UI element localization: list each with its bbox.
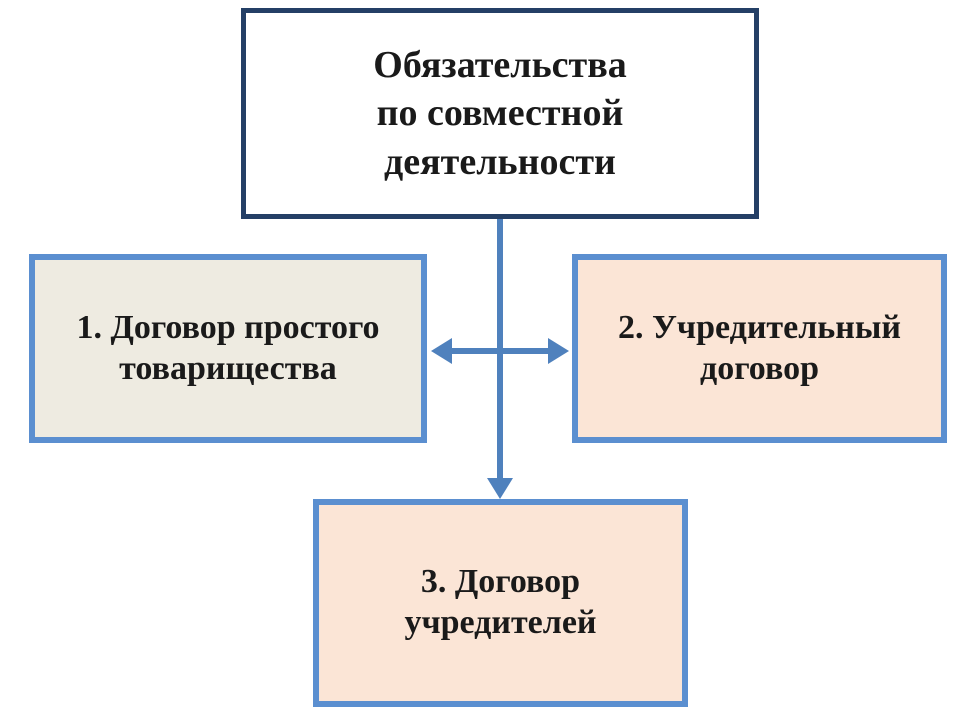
root-label-line-3: деятельности xyxy=(384,140,616,183)
node-3-label-line-2: учредителей xyxy=(404,604,597,641)
root-node-label: Обязательства по совместной деятельности xyxy=(373,41,626,186)
arrowhead-right-icon xyxy=(548,338,569,364)
node-founding-agreement: 2. Учредительный договор xyxy=(572,254,947,443)
node-3-label-line-1: 3. Договор xyxy=(420,563,581,601)
root-node: Обязательства по совместной деятельности xyxy=(241,8,759,219)
node-simple-partnership-agreement: 1. Договор простого товарищества xyxy=(29,254,427,443)
arrowhead-left-icon xyxy=(431,338,452,364)
node-1-label-line-2: товарищества xyxy=(119,349,337,387)
node-founders-agreement: 3. Договор учредителей xyxy=(313,499,688,707)
root-label-line-1: Обязательства xyxy=(373,44,627,87)
node-2-label-line-1: 2. Учредительный xyxy=(617,308,902,346)
node-2-label: 2. Учредительный договор xyxy=(618,308,901,390)
node-1-label: 1. Договор простого товарищества xyxy=(76,308,379,390)
node-1-label-line-1: 1. Договор простого xyxy=(76,308,380,346)
arrowhead-down-icon xyxy=(487,478,513,499)
node-3-label: 3. Договор учредителей xyxy=(404,562,596,644)
node-2-label-line-2: договор xyxy=(700,349,819,387)
root-label-line-2: по совместной xyxy=(376,92,624,135)
